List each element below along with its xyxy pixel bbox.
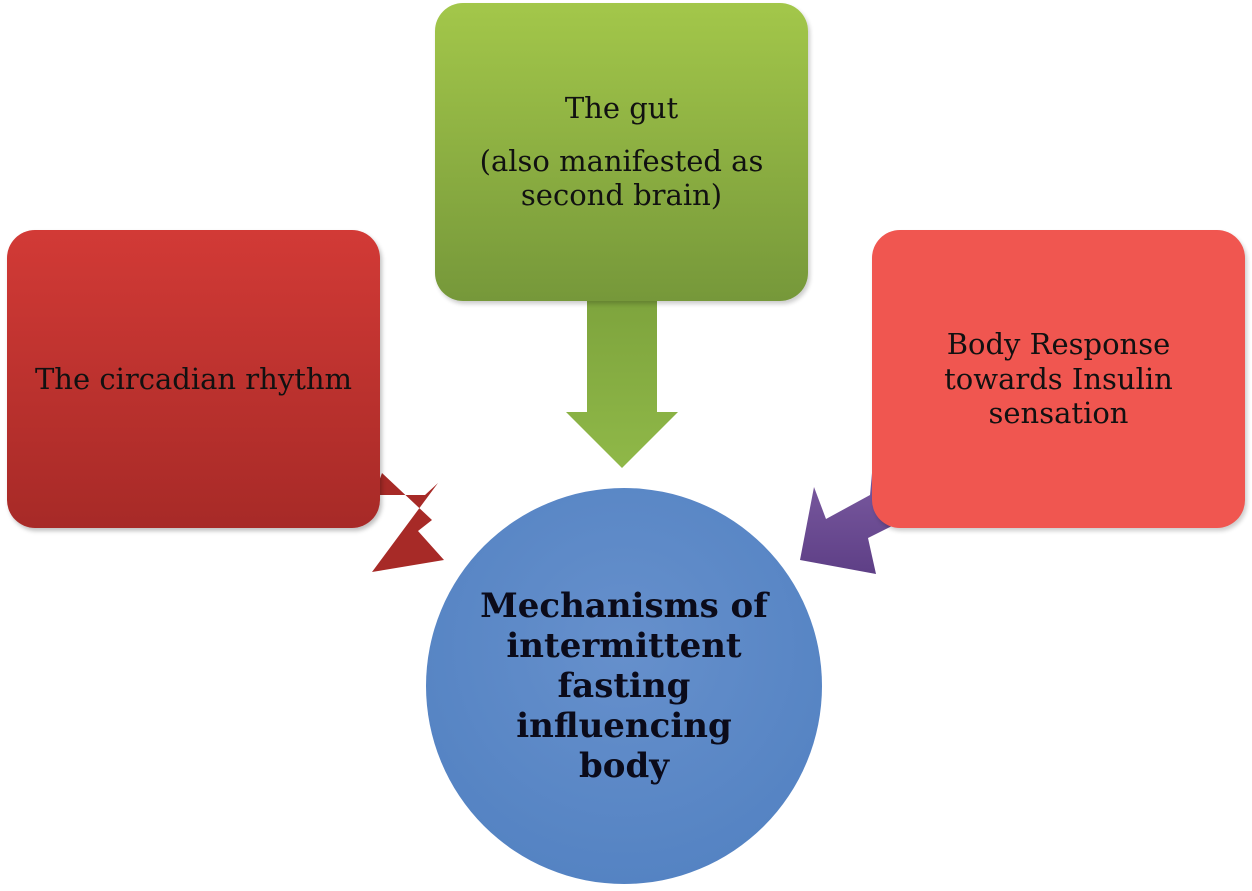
node-insulin-response-label: Body Response towards Insulin sensation (944, 326, 1173, 431)
node-gut: The gut (also manifested as second brain… (435, 3, 808, 301)
node-insulin-response: Body Response towards Insulin sensation (872, 230, 1245, 528)
node-center-label: Mechanisms of intermittent fasting influ… (480, 585, 768, 787)
node-circadian-rhythm-label: The circadian rhythm (34, 361, 353, 396)
node-gut-title: The gut (564, 90, 679, 125)
arrow-left (372, 473, 444, 572)
node-gut-subtitle: (also manifested as second brain) (479, 143, 764, 213)
arrow-top (566, 300, 678, 468)
node-center-mechanisms: Mechanisms of intermittent fasting influ… (426, 488, 822, 884)
node-circadian-rhythm: The circadian rhythm (7, 230, 380, 528)
